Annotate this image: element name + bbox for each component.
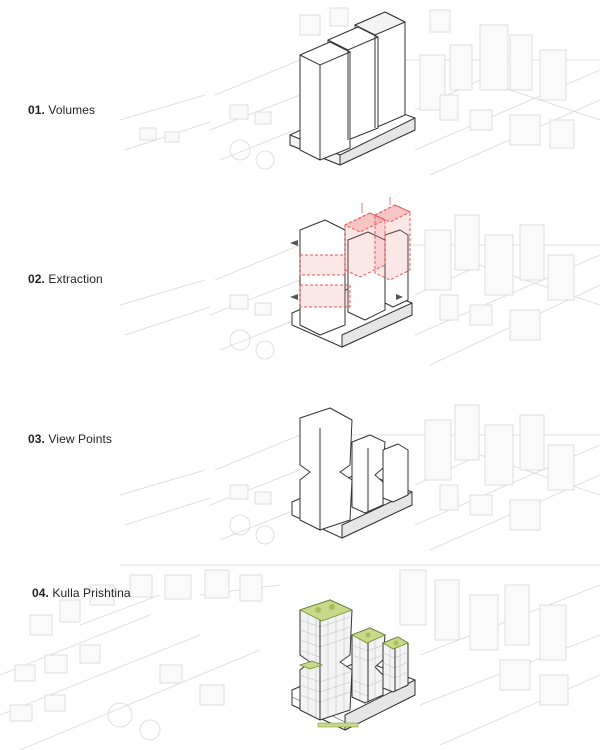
step-label-kulla-prishtina: 04. Kulla Prishtina <box>32 586 131 600</box>
step-volumes: 01. Volumes <box>0 0 600 185</box>
extraction-illustration <box>119 197 600 366</box>
step-name: Kulla Prishtina <box>52 586 131 600</box>
sculpted-towers <box>299 407 409 531</box>
step-name: Extraction <box>48 272 103 286</box>
step-name: View Points <box>48 432 113 446</box>
city-context <box>119 7 600 176</box>
volumes-illustration <box>119 7 600 176</box>
city-context <box>0 564 600 750</box>
step-number: 02. <box>28 272 45 286</box>
kulla-prishtina-illustration <box>0 564 600 750</box>
facade-towers <box>299 599 409 721</box>
view-points-illustration <box>119 404 600 551</box>
view-arrows <box>290 240 403 300</box>
extracted-volumes <box>299 197 412 308</box>
green-roofs <box>298 599 409 670</box>
step-kulla-prishtina: 04. Kulla Prishtina <box>0 555 600 750</box>
step-label-extraction: 02. Extraction <box>28 272 103 286</box>
step-label-view-points: 03. View Points <box>28 432 112 446</box>
step-number: 04. <box>32 586 49 600</box>
step-label-volumes: 01. Volumes <box>28 103 95 117</box>
step-view-points: 03. View Points <box>0 380 600 555</box>
step-name: Volumes <box>48 103 96 117</box>
city-context <box>119 404 600 551</box>
remaining-volumes <box>299 219 409 336</box>
tower-volumes <box>299 11 406 161</box>
city-context <box>119 214 600 366</box>
step-number: 01. <box>28 103 45 117</box>
step-extraction: 02. Extraction <box>0 185 600 380</box>
step-number: 03. <box>28 432 45 446</box>
